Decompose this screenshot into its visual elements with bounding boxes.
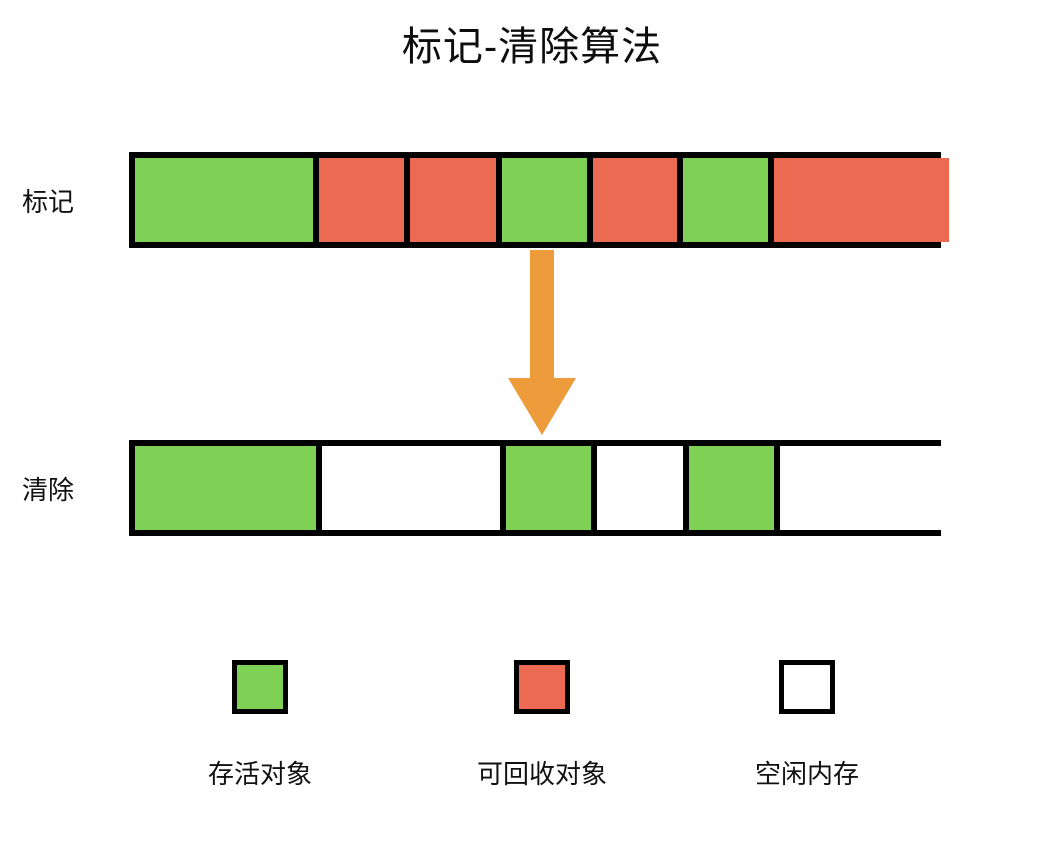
memory-cell-live <box>683 158 768 242</box>
memory-cell-free <box>322 446 500 530</box>
legend-label: 可回收对象 <box>476 759 607 789</box>
row-label-sweep: 清除 <box>22 475 75 505</box>
memory-cell-live <box>502 158 587 242</box>
legend: 存活对象 可回收对象 空闲内存 <box>0 660 1064 800</box>
page-title: 标记-清除算法 <box>401 25 663 69</box>
row-label-mark: 标记 <box>22 187 75 217</box>
legend-swatch-dead <box>514 660 570 714</box>
memory-cell-live <box>506 446 591 530</box>
legend-label: 空闲内存 <box>754 759 859 789</box>
legend-swatch-live <box>232 660 288 714</box>
memory-cell-live <box>135 158 313 242</box>
legend-label: 存活对象 <box>207 759 312 789</box>
memory-bar-mark <box>129 152 949 248</box>
sweep-transition-arrow <box>497 250 587 440</box>
arrow-down-icon <box>508 250 576 435</box>
memory-cell-live <box>135 446 316 530</box>
legend-item-dead: 可回收对象 <box>427 660 657 791</box>
memory-bar-sweep <box>129 440 955 536</box>
memory-cell-free <box>780 446 955 530</box>
memory-cell-dead <box>410 158 496 242</box>
memory-cell-dead <box>774 158 949 242</box>
legend-item-live: 存活对象 <box>145 660 375 791</box>
memory-cell-dead <box>319 158 404 242</box>
legend-swatch-free <box>779 660 835 714</box>
memory-cell-live <box>689 446 774 530</box>
memory-cell-dead <box>593 158 677 242</box>
legend-item-free: 空闲内存 <box>692 660 922 791</box>
memory-cell-free <box>597 446 683 530</box>
